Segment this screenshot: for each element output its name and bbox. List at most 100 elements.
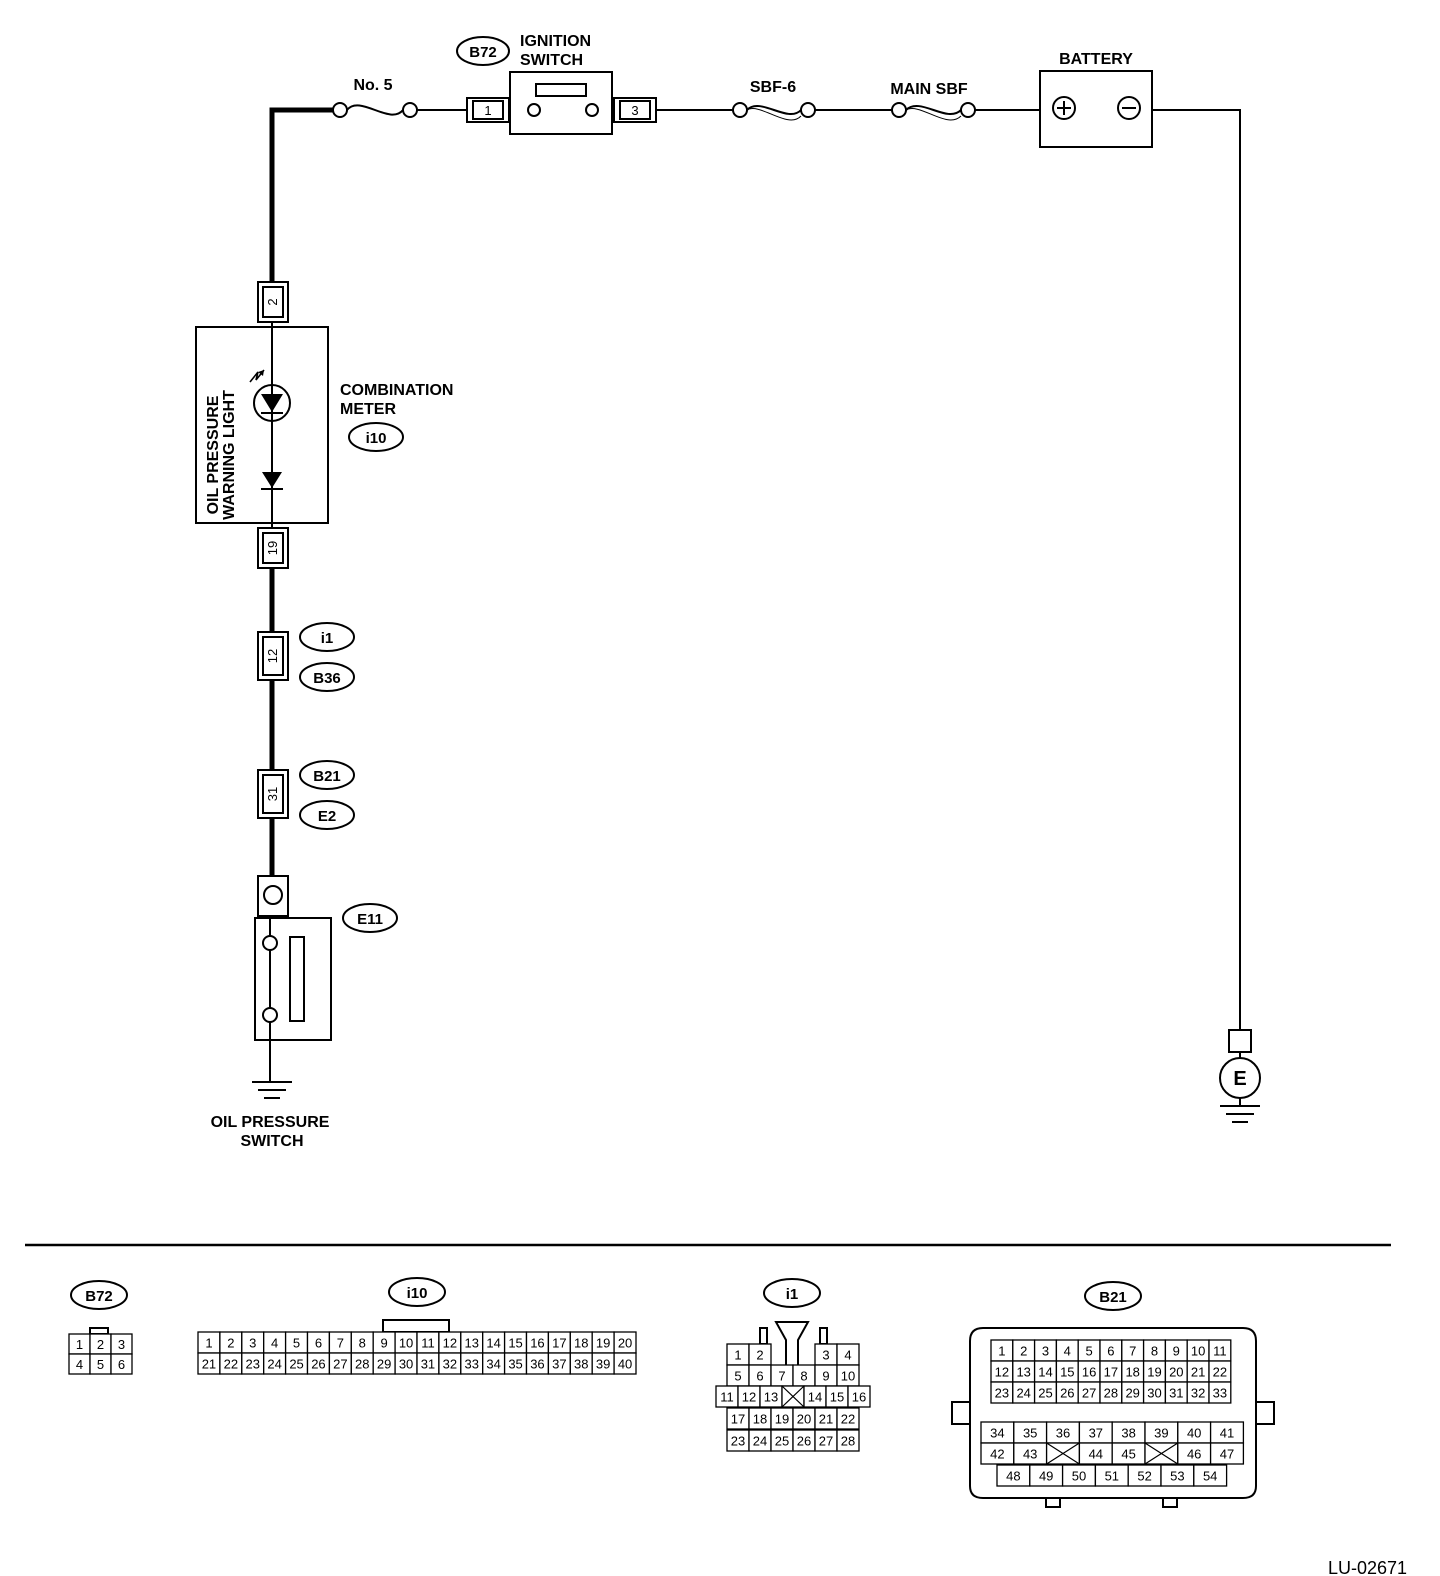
connector-view-tag-b72: B72	[85, 1288, 113, 1305]
pin-number: 3	[1042, 1344, 1049, 1359]
fuse-no5-label: No. 5	[353, 77, 392, 94]
fuse-sbf6: SBF-6	[732, 79, 816, 121]
figure-id: LU-02671	[1328, 1558, 1407, 1576]
pin-number: 38	[1121, 1426, 1135, 1441]
pin-number: 19	[1147, 1365, 1161, 1380]
pin-number: 28	[841, 1434, 855, 1449]
pin-number: 18	[753, 1412, 767, 1427]
empty-cavity	[1046, 1442, 1080, 1465]
pin-number: 36	[1056, 1426, 1070, 1441]
empty-cavity	[781, 1385, 805, 1408]
pin-number: 49	[1039, 1469, 1053, 1484]
pin-number: 38	[574, 1357, 588, 1372]
combination-meter-label-1: COMBINATION	[340, 382, 453, 399]
pin-number: 16	[1082, 1365, 1096, 1380]
pin-number: 7	[1129, 1344, 1136, 1359]
junction-pin-31: 31	[265, 787, 280, 801]
pin-number: 8	[1151, 1344, 1158, 1359]
pin-number: 32	[1191, 1386, 1205, 1401]
pin-number: 10	[399, 1336, 413, 1351]
connector-view-tag-i10: i10	[407, 1285, 428, 1302]
pin-number: 20	[1169, 1365, 1183, 1380]
pin-number: 5	[97, 1357, 104, 1372]
ignition-switch-label-2: SWITCH	[520, 52, 583, 69]
pin-number: 41	[1220, 1426, 1234, 1441]
junction-pin-12: 12	[265, 649, 280, 663]
pin-number: 22	[1213, 1365, 1227, 1380]
pin-number: 47	[1220, 1447, 1234, 1462]
pin-number: 12	[443, 1336, 457, 1351]
pin-number: 46	[1187, 1447, 1201, 1462]
pin-cell-i1	[836, 1429, 860, 1452]
battery-label: BATTERY	[1059, 51, 1133, 68]
pin-number: 14	[486, 1336, 500, 1351]
pin-number: 44	[1089, 1447, 1103, 1462]
pin-number: 6	[1107, 1344, 1114, 1359]
pin-cell-b21	[1209, 1442, 1245, 1465]
pin-number: 23	[731, 1434, 745, 1449]
pin-number: 15	[1060, 1365, 1074, 1380]
pin-number: 31	[421, 1357, 435, 1372]
pin-number: 11	[720, 1390, 734, 1405]
pin-number: 37	[1089, 1426, 1103, 1441]
pin-number: 5	[293, 1336, 300, 1351]
pin-number: 30	[1147, 1386, 1161, 1401]
pin-number: 9	[1173, 1344, 1180, 1359]
oil-pressure-switch-label-1: OIL PRESSURE	[211, 1114, 330, 1131]
pin-number: 29	[377, 1357, 391, 1372]
pin-number: 50	[1072, 1469, 1086, 1484]
pin-number: 31	[1169, 1386, 1183, 1401]
connector-tag-e2: E2	[318, 808, 336, 825]
pin-number: 11	[1213, 1344, 1227, 1359]
pin-number: 13	[465, 1336, 479, 1351]
pin-number: 27	[333, 1357, 347, 1372]
pin-number: 3	[249, 1336, 256, 1351]
fuse-main-sbf: MAIN SBF	[890, 81, 976, 121]
pin-number: 29	[1125, 1386, 1139, 1401]
pin-number: 21	[1191, 1365, 1205, 1380]
pin-number: 39	[1154, 1426, 1168, 1441]
fuse-no5: No. 5	[332, 77, 418, 118]
pin-number: 27	[1082, 1386, 1096, 1401]
connector-tag-e11: E11	[357, 911, 383, 928]
fuse-main-sbf-label: MAIN SBF	[890, 81, 968, 98]
pin-number: 43	[1023, 1447, 1037, 1462]
connector-tag-i1: i1	[321, 630, 334, 647]
pin-number: 39	[596, 1357, 610, 1372]
pin-number: 15	[830, 1390, 844, 1405]
fuse-sbf6-label: SBF-6	[750, 79, 796, 96]
pin-number: 10	[1191, 1344, 1205, 1359]
pin-cell-i10	[613, 1352, 637, 1375]
connector-view-tag-b21: B21	[1099, 1289, 1127, 1306]
pin-number: 8	[800, 1369, 807, 1384]
pin-number: 17	[552, 1336, 566, 1351]
pin-number: 23	[246, 1357, 260, 1372]
pin-number: 20	[618, 1336, 632, 1351]
pin-number: 4	[1064, 1344, 1071, 1359]
pin-number: 34	[486, 1357, 500, 1372]
pin-number: 24	[267, 1357, 281, 1372]
pin-number: 19	[596, 1336, 610, 1351]
ground-e-label: E	[1233, 1068, 1246, 1090]
pin-number: 24	[753, 1434, 767, 1449]
connector-tag-b36: B36	[313, 670, 341, 687]
pin-number: 13	[764, 1390, 778, 1405]
combination-meter-label-2: METER	[340, 401, 396, 418]
pin-number: 16	[852, 1390, 866, 1405]
junction-b21-e2: 31 B21 E2	[257, 760, 355, 830]
pin-number: 40	[618, 1357, 632, 1372]
pin-number: 21	[202, 1357, 216, 1372]
pin-number: 2	[1020, 1344, 1027, 1359]
pin-number: 7	[778, 1369, 785, 1384]
pin-number: 13	[1016, 1365, 1030, 1380]
pin-number: 36	[530, 1357, 544, 1372]
pin-number: 35	[1023, 1426, 1037, 1441]
connector-view-tag-i1: i1	[786, 1286, 799, 1303]
combination-meter: 2 OIL PRESSURE WARNING LIGHT COMBINATION…	[195, 281, 453, 569]
battery: BATTERY	[1039, 51, 1153, 148]
pin-number: 53	[1170, 1469, 1184, 1484]
meter-pin-2: 2	[265, 298, 280, 305]
